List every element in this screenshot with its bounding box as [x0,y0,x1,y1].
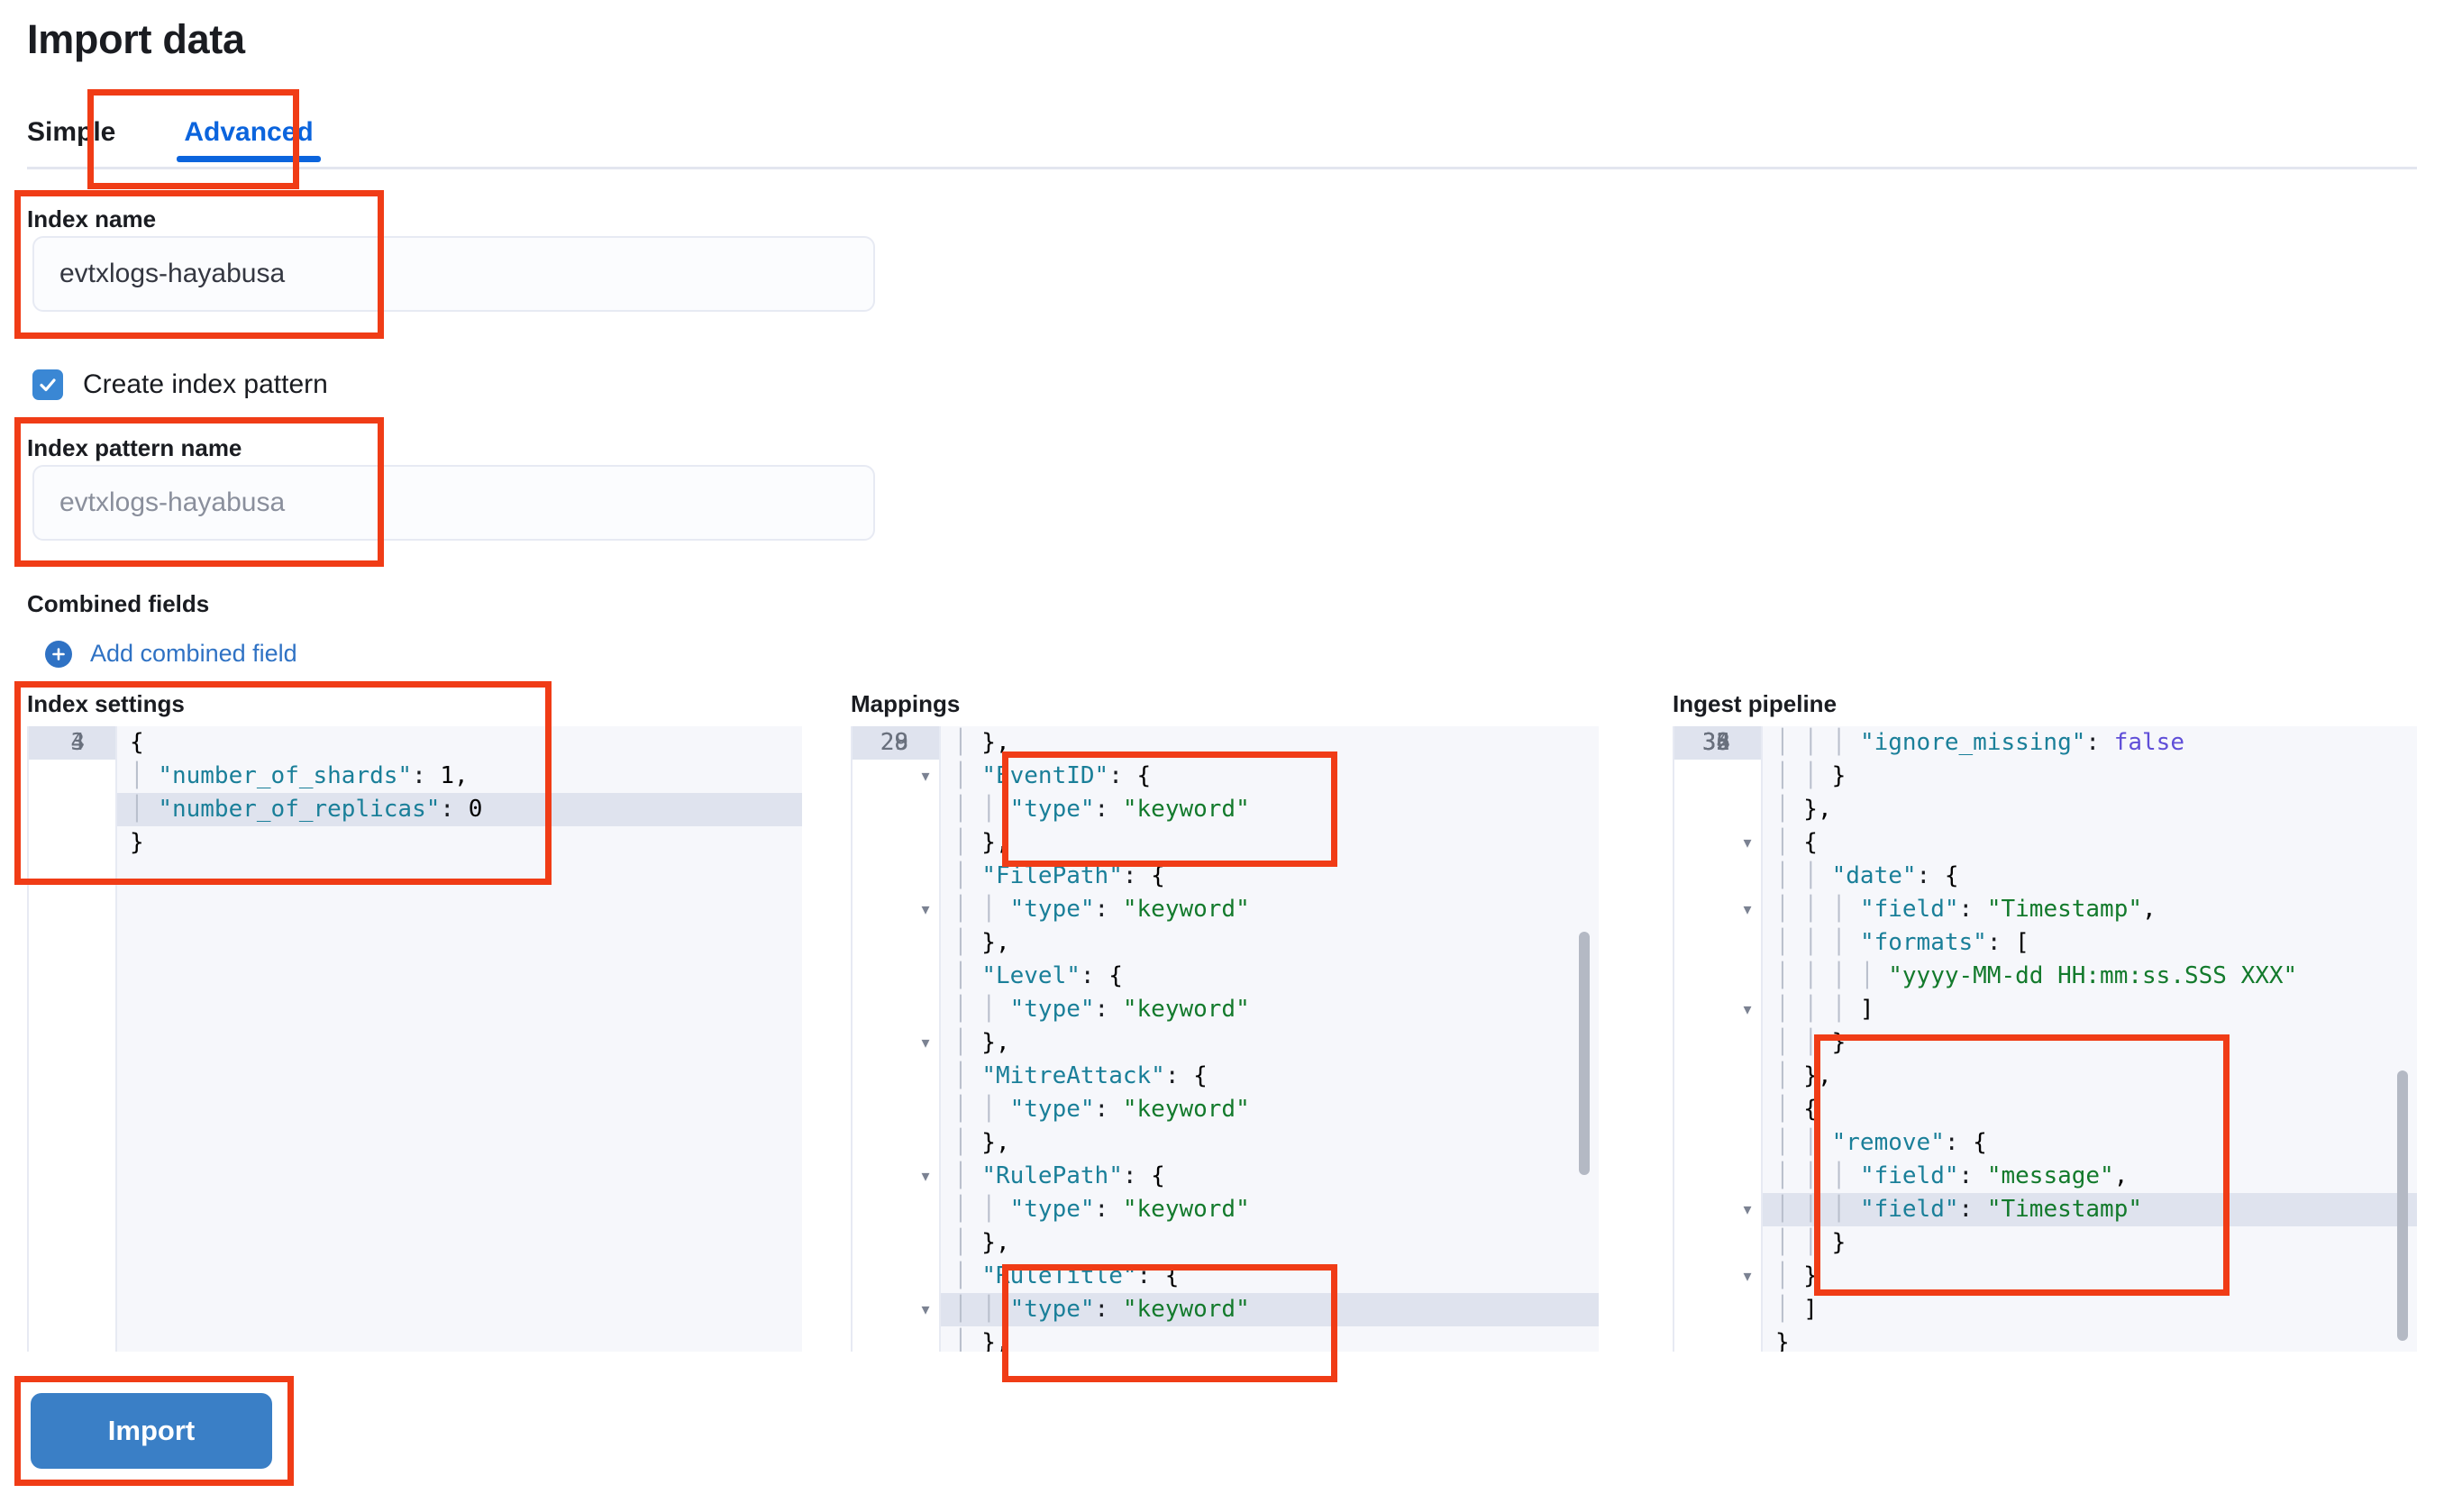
code-line[interactable]: │ } [1775,1262,1818,1289]
code-line[interactable]: │ }, [953,1329,1010,1352]
code-line[interactable]: │ │ } [1775,1029,1847,1056]
code-line[interactable]: │ }, [953,829,1010,856]
code-line[interactable]: │ }, [1775,796,1832,823]
code-line[interactable]: │ │ } [1775,762,1847,789]
line-number: 32 [1674,726,1761,760]
mappings-code[interactable]: │ }, │ "EventID": { │ │ "type": "keyword" │… [941,726,1599,1352]
ingest-pipeline-scrollbar[interactable] [2397,1070,2408,1341]
code-line[interactable]: } [130,829,144,856]
code-line[interactable]: │ │ "type": "keyword" [953,1196,1250,1223]
mappings-editor[interactable]: 1112▾131415▾161718▾192021▾222324▾252627▾… [851,726,1599,1352]
code-line[interactable]: │ │ │ "field": "Timestamp" [1763,1193,2417,1226]
fold-toggle-icon[interactable]: ▾ [1743,1267,1752,1285]
code-line[interactable]: │ }, [953,1029,1010,1056]
code-line[interactable]: │ "FilePath": { [953,862,1165,889]
line-number: 28 [853,726,939,760]
index-name-input[interactable]: evtxlogs-hayabusa [32,236,875,312]
index-settings-code[interactable]: { │ "number_of_shards": 1, │ "number_of_re… [117,726,802,1352]
fold-toggle-icon[interactable]: ▾ [1743,900,1752,918]
index-settings-title: Index settings [27,690,185,717]
ingest-pipeline-title: Ingest pipeline [1673,690,1838,717]
checkmark-icon [32,369,63,400]
line-number: 29 [880,729,908,756]
tab-divider [27,167,2417,169]
code-line[interactable]: │ │ "type": "keyword" [953,796,1250,823]
ingest-pipeline-gutter: 18192021▾22▾2324▾2526272829▾30▾313233343… [1674,726,1763,1352]
code-line[interactable]: │ }, [1775,1062,1832,1089]
code-line[interactable]: │ │ } [1775,1229,1847,1256]
fold-toggle-icon[interactable]: ▾ [921,767,930,785]
index-settings-gutter: 1▾234 [29,726,117,1352]
fold-toggle-icon[interactable]: ▾ [1743,1000,1752,1018]
add-combined-field-button[interactable]: Add combined field [45,640,297,668]
plus-circle-icon [45,640,72,668]
index-pattern-name-label: Index pattern name [27,434,242,461]
fold-toggle-icon[interactable]: ▾ [921,900,930,918]
code-line[interactable]: │ "number_of_replicas": 0 [117,793,802,826]
code-line[interactable]: │ "number_of_shards": 1, [130,762,469,789]
create-index-pattern-checkbox[interactable]: Create index pattern [32,369,328,400]
index-settings-editor[interactable]: 1▾234 { │ "number_of_shards": 1, │ "number… [27,726,802,1352]
mappings-title: Mappings [851,690,961,717]
code-line[interactable]: │ { [1775,1096,1818,1123]
line-number: 4 [70,729,85,756]
page-title: Import data [27,16,245,62]
code-line[interactable]: │ { [1775,829,1818,856]
code-line[interactable]: { [130,729,144,756]
tab-advanced[interactable]: Advanced [150,117,347,171]
mappings-scrollbar[interactable] [1579,932,1590,1175]
code-line[interactable]: │ │ "remove": { [1775,1129,1987,1156]
code-line[interactable]: │ │ │ ] [1775,996,1874,1023]
tab-bar: Simple Advanced [27,97,348,171]
code-line[interactable]: │ "RulePath": { [953,1162,1165,1189]
code-line[interactable]: │ "EventID": { [953,762,1152,789]
fold-toggle-icon[interactable]: ▾ [1743,833,1752,852]
code-line[interactable]: │ }, [953,929,1010,956]
code-line[interactable]: │ │ │ "field": "Timestamp", [1775,896,2157,923]
code-line[interactable]: │ "RuleTitle": { [953,1262,1180,1289]
code-line[interactable]: │ │ "type": "keyword" [953,896,1250,923]
code-line[interactable]: │ }, [953,1129,1010,1156]
code-line[interactable]: │ "MitreAttack": { [953,1062,1208,1089]
combined-fields-label: Combined fields [27,590,210,617]
code-line[interactable]: │ │ │ │ "yyyy-MM-dd HH:mm:ss.SSS XXX" [1775,962,2298,989]
code-line[interactable]: │ }, [953,1229,1010,1256]
add-combined-field-label: Add combined field [90,640,297,667]
code-line[interactable]: │ │ "date": { [1775,862,1959,889]
mappings-gutter: 1112▾131415▾161718▾192021▾222324▾252627▾… [853,726,941,1352]
fold-toggle-icon[interactable]: ▾ [921,1034,930,1052]
code-line[interactable]: } [1775,1329,1790,1352]
ingest-pipeline-editor[interactable]: 18192021▾22▾2324▾2526272829▾30▾313233343… [1673,726,2417,1352]
ingest-pipeline-code[interactable]: │ │ │ "ignore_missing": false │ │ } │ }, │ … [1763,726,2417,1352]
tab-simple[interactable]: Simple [27,117,116,147]
line-number: 33 [1701,729,1730,756]
line-number: 35 [1701,729,1730,756]
code-line[interactable]: │ │ │ "ignore_missing": false [1775,729,2184,756]
code-line[interactable]: │ ] [1775,1296,1818,1323]
line-number: 34 [1701,729,1730,756]
code-line[interactable]: │ │ "type": "keyword" [941,1293,1599,1326]
code-line[interactable]: │ }, [953,729,1010,756]
index-pattern-name-input[interactable]: evtxlogs-hayabusa [32,465,875,541]
create-index-pattern-label: Create index pattern [83,369,328,399]
code-line[interactable]: │ │ "type": "keyword" [953,996,1250,1023]
code-line[interactable]: │ │ "type": "keyword" [953,1096,1250,1123]
line-number: 36 [1701,729,1730,756]
fold-toggle-icon[interactable]: ▾ [921,1300,930,1318]
code-line[interactable]: │ │ │ "field": "message", [1775,1162,2129,1189]
code-line[interactable]: │ "Level": { [953,962,1123,989]
line-number: 3 [29,726,115,760]
fold-toggle-icon[interactable]: ▾ [921,1167,930,1185]
code-line[interactable]: │ │ │ "formats": [ [1775,929,2029,956]
index-name-label: Index name [27,205,157,232]
fold-toggle-icon[interactable]: ▾ [1743,1200,1752,1218]
import-button[interactable]: Import [31,1393,272,1469]
